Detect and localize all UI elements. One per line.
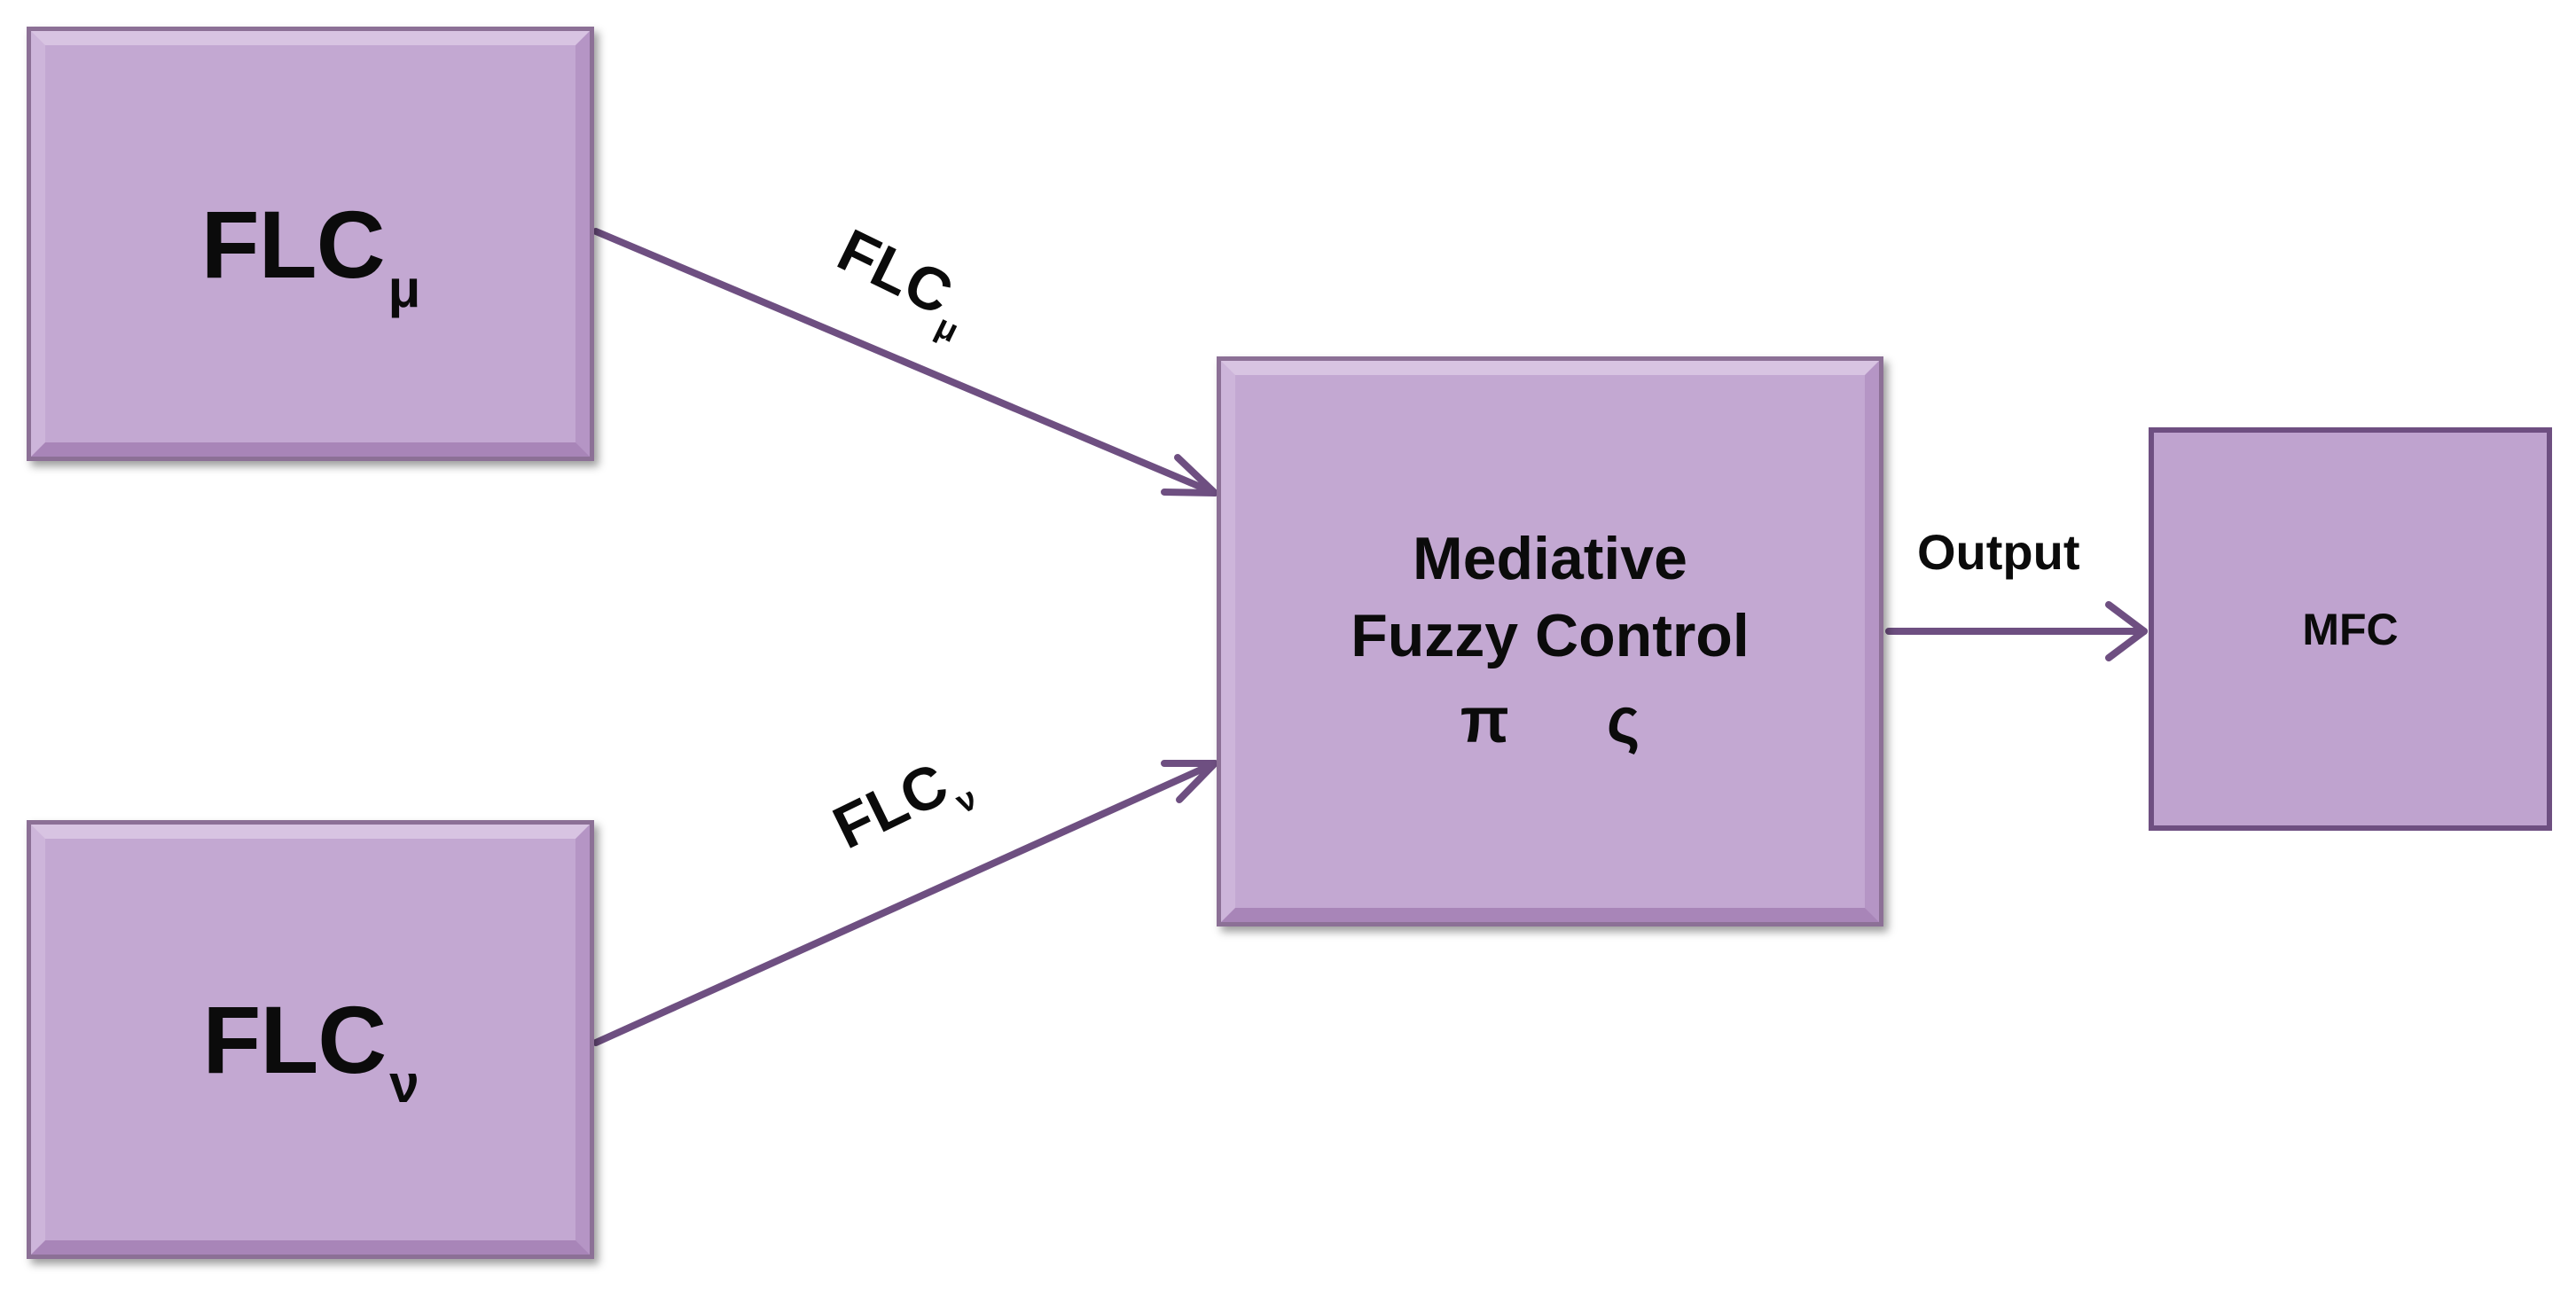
arrow-mediative-to-mfc [1885,601,2148,661]
varsigma-symbol: ς [1606,685,1640,757]
flc-nu-label: FLCν [31,825,590,1255]
mfc-box: MFC [2149,427,2552,831]
flc-mu-box: FLCμ [27,27,594,461]
pi-symbol: π [1460,685,1509,757]
flc-nu-main-text: FLC [202,986,387,1093]
mediative-line-1: Mediative [1413,525,1687,593]
flc-mu-subscript: μ [388,258,421,318]
flc-nu-subscript: ν [389,1054,419,1114]
flc-nu-box: FLCν [27,820,594,1259]
flc-mu-label: FLCμ [31,31,590,457]
mfc-label: MFC [2302,604,2399,654]
arrow-flc-mu-to-mediative [592,228,1218,496]
edge-label-output: Output [1917,524,2080,580]
flc-mu-main-text: FLC [200,190,386,298]
arrow-flc-nu-to-mediative [592,760,1218,1046]
mediative-line-2: Fuzzy Control [1351,602,1750,670]
